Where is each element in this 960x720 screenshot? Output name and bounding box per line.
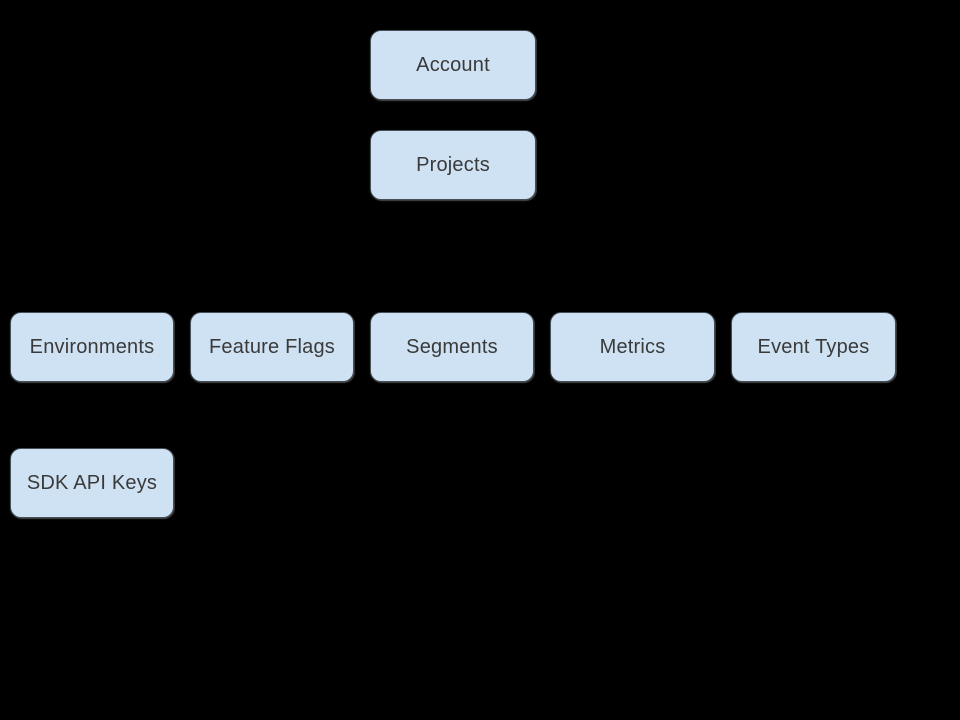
- node-metrics-label: Metrics: [599, 336, 666, 358]
- node-projects: Projects: [370, 130, 536, 200]
- node-event-types: Event Types: [731, 312, 896, 382]
- node-segments-label: Segments: [406, 336, 498, 358]
- node-metrics: Metrics: [550, 312, 715, 382]
- node-projects-label: Projects: [416, 154, 490, 176]
- node-sdk-api-keys-label: SDK API Keys: [26, 472, 158, 494]
- node-environments: Environments: [10, 312, 174, 382]
- node-feature-flags: Feature Flags: [190, 312, 354, 382]
- node-account-label: Account: [416, 54, 490, 76]
- node-segments: Segments: [370, 312, 534, 382]
- node-account: Account: [370, 30, 536, 100]
- node-event-types-label: Event Types: [757, 336, 870, 358]
- node-feature-flags-label: Feature Flags: [209, 336, 335, 358]
- node-sdk-api-keys: SDK API Keys: [10, 448, 174, 518]
- node-environments-label: Environments: [29, 336, 155, 358]
